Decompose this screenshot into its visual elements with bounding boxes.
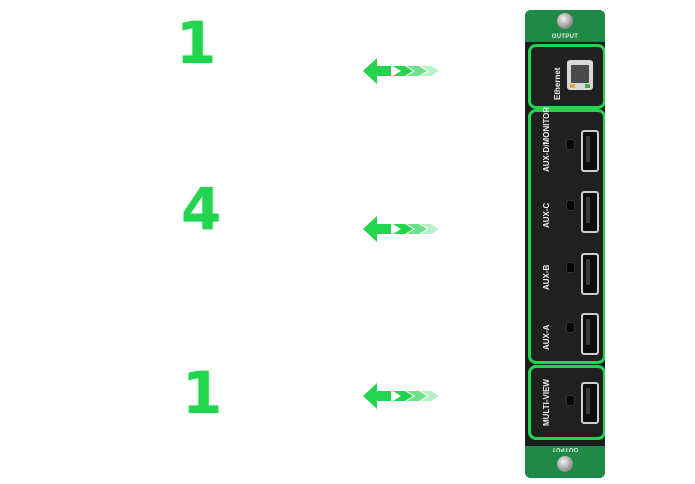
- multiview-label: MULTI-VIEW: [542, 379, 551, 426]
- screw-icon: [557, 13, 573, 29]
- output-label-bottom: OUTPUT: [551, 446, 579, 452]
- output-label-top: OUTPUT: [551, 34, 579, 40]
- aux-d-monitor-label: AUX-D/MONITOR: [542, 106, 551, 172]
- hdmi-port-icon[interactable]: [581, 382, 599, 424]
- triple-chevron-arrow-left-icon: [363, 58, 439, 84]
- multiview-group: MULTI-VIEW: [528, 365, 605, 440]
- aux-count: 4: [181, 175, 222, 243]
- hdmi-port-icon[interactable]: [581, 191, 599, 233]
- card-bottom-panel: OUTPUT: [525, 446, 605, 478]
- screw-icon: [557, 456, 573, 472]
- ethernet-label: Ethernet: [553, 67, 562, 100]
- aux-group: AUX-D/MONITOR AUX-C AUX-B AUX-A: [528, 106, 605, 364]
- status-led-icon: [567, 140, 574, 149]
- output-card: OUTPUT Ethernet AUX-D/MONITOR AUX-C AUX-…: [525, 10, 605, 478]
- status-led-icon: [567, 323, 574, 332]
- card-top-panel: OUTPUT: [525, 10, 605, 42]
- ethernet-group: Ethernet: [528, 44, 605, 109]
- status-led-icon: [567, 263, 574, 272]
- ethernet-count: 1: [176, 9, 217, 77]
- aux-b-label: AUX-B: [542, 264, 551, 290]
- triple-chevron-arrow-left-icon: [363, 216, 439, 242]
- hdmi-port-icon[interactable]: [581, 253, 599, 295]
- hdmi-port-icon[interactable]: [581, 313, 599, 355]
- triple-chevron-arrow-left-icon: [363, 383, 439, 409]
- multiview-count: 1: [182, 359, 223, 427]
- hdmi-port-icon[interactable]: [581, 130, 599, 172]
- aux-a-label: AUX-A: [542, 324, 551, 350]
- rj45-port-icon[interactable]: [567, 60, 593, 90]
- status-led-icon: [567, 396, 574, 405]
- aux-c-label: AUX-C: [542, 202, 551, 228]
- status-led-icon: [567, 201, 574, 210]
